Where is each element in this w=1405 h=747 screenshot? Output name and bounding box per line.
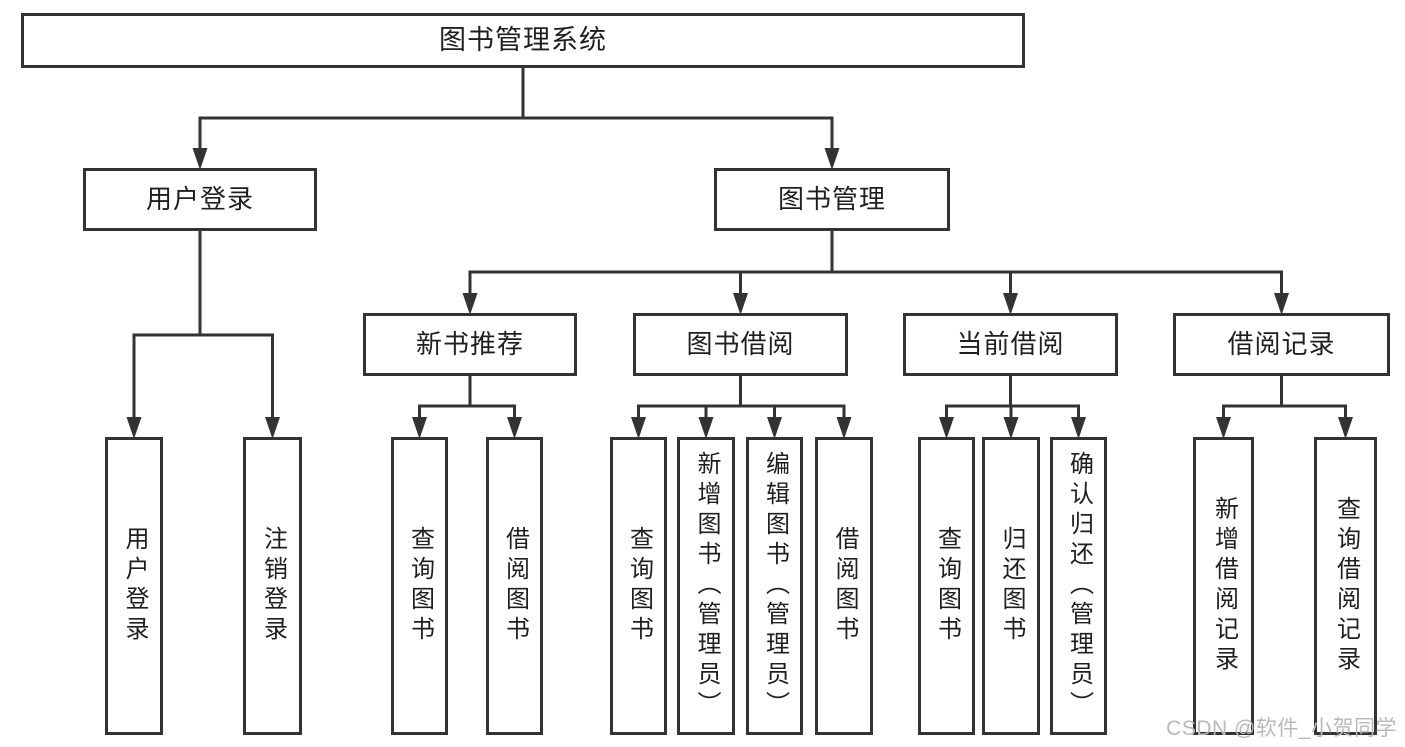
diagram-node-v-logout: 注销登录 bbox=[243, 437, 302, 735]
arrowhead bbox=[698, 417, 714, 439]
arrowhead bbox=[192, 148, 208, 170]
node-label: 查询图书 bbox=[625, 526, 653, 646]
node-label: 图书借阅 bbox=[686, 329, 795, 360]
diagram-node-new-book: 新书推荐 bbox=[363, 313, 577, 376]
node-label: 当前借阅 bbox=[956, 329, 1065, 360]
arrowhead bbox=[126, 417, 142, 439]
node-label: 新增图书（管理员） bbox=[693, 451, 720, 721]
csdn-watermark: CSDN @软件_小贺同学 bbox=[1166, 717, 1397, 740]
node-label: 图书管理系统 bbox=[439, 24, 607, 55]
diagram-node-borrow-records: 借阅记录 bbox=[1173, 313, 1390, 376]
arrowhead bbox=[767, 417, 782, 439]
arrowhead bbox=[1274, 293, 1289, 315]
diagram-node-root: 图书管理系统 bbox=[21, 13, 1025, 68]
arrowhead bbox=[412, 417, 427, 439]
diagram-node-user-login: 用户登录 bbox=[83, 168, 317, 231]
diagram-node-v-cur-confirm: 确认归还（管理员） bbox=[1050, 437, 1107, 735]
node-label: 借阅图书 bbox=[831, 526, 858, 646]
diagram-node-v-cur-return: 归还图书 bbox=[982, 437, 1040, 735]
diagram-node-v-rec-query: 查询借阅记录 bbox=[1314, 437, 1377, 735]
arrowhead bbox=[733, 293, 748, 315]
diagram-node-v-nb-query: 查询图书 bbox=[391, 437, 448, 735]
arrowhead bbox=[1071, 417, 1086, 439]
arrowhead bbox=[1338, 417, 1353, 439]
node-label: 借阅记录 bbox=[1227, 329, 1336, 360]
node-label: 编辑图书（管理员） bbox=[761, 451, 789, 721]
arrowhead bbox=[1003, 417, 1019, 439]
node-label: 用户登录 bbox=[121, 526, 148, 646]
arrowhead bbox=[836, 417, 852, 439]
arrowhead bbox=[265, 417, 280, 439]
diagram-node-v-user-login: 用户登录 bbox=[105, 437, 163, 735]
diagram-node-v-bw-edit: 编辑图书（管理员） bbox=[746, 437, 803, 735]
arrowhead bbox=[1216, 417, 1231, 439]
arrowhead bbox=[824, 148, 840, 170]
node-label: 归还图书 bbox=[998, 526, 1025, 646]
arrowhead bbox=[462, 293, 478, 315]
diagram-node-book-borrow: 图书借阅 bbox=[633, 313, 848, 376]
node-label: 新增借阅记录 bbox=[1210, 496, 1238, 676]
node-label: 查询借阅记录 bbox=[1332, 496, 1360, 676]
node-label: 图书管理 bbox=[777, 184, 886, 215]
node-label: 注销登录 bbox=[259, 526, 287, 646]
diagram-node-v-bw-borrow: 借阅图书 bbox=[815, 437, 873, 735]
arrowhead bbox=[507, 417, 522, 439]
node-label: 借阅图书 bbox=[501, 526, 529, 646]
arrowhead bbox=[939, 417, 954, 439]
arrowhead bbox=[1003, 293, 1018, 315]
diagram-node-book-mgmt: 图书管理 bbox=[714, 168, 950, 231]
diagram-node-current-borrow: 当前借阅 bbox=[903, 313, 1118, 376]
diagram-node-v-bw-query: 查询图书 bbox=[610, 437, 667, 735]
node-label: 查询图书 bbox=[933, 526, 961, 646]
diagram-node-v-rec-add: 新增借阅记录 bbox=[1193, 437, 1254, 735]
node-label: 新书推荐 bbox=[415, 329, 524, 360]
diagram-node-v-nb-borrow: 借阅图书 bbox=[486, 437, 543, 735]
node-label: 用户登录 bbox=[145, 184, 254, 215]
node-label: 确认归还（管理员） bbox=[1065, 451, 1093, 721]
diagram-node-v-cur-query: 查询图书 bbox=[918, 437, 975, 735]
arrowhead bbox=[631, 417, 646, 439]
node-label: 查询图书 bbox=[406, 526, 434, 646]
diagram-node-v-bw-add: 新增图书（管理员） bbox=[677, 437, 735, 735]
